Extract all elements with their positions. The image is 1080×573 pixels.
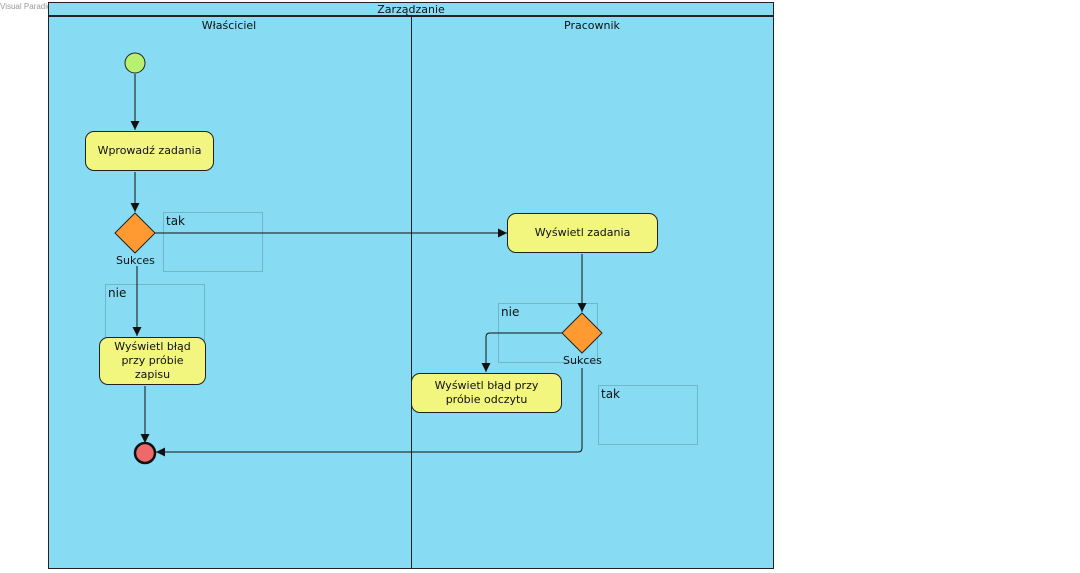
- guard-label-worker-no: nie: [501, 305, 520, 319]
- action-show-tasks[interactable]: Wyświetl zadania: [507, 213, 658, 253]
- initial-node[interactable]: [124, 52, 146, 74]
- guard-box-worker-yes[interactable]: tak: [598, 385, 698, 445]
- edge-decision-yes-to-end[interactable]: [156, 368, 583, 457]
- decision-node-owner[interactable]: [114, 212, 156, 254]
- action-enter-tasks-label: Wprowadź zadania: [97, 144, 202, 157]
- decision-node-worker[interactable]: [561, 312, 603, 354]
- action-show-read-error[interactable]: Wyświetl błąd przy próbie odczytu: [411, 373, 562, 413]
- lane-title-worker: Pracownik: [564, 19, 620, 32]
- edge-decision-no-to-read-error[interactable]: [481, 332, 562, 372]
- guard-box-owner-yes[interactable]: tak: [163, 212, 263, 272]
- action-show-save-error[interactable]: Wyświetl błąd przy próbie zapisu: [99, 337, 206, 385]
- guard-label-owner-yes: tak: [166, 214, 186, 228]
- action-enter-tasks[interactable]: Wprowadź zadania: [85, 131, 214, 171]
- decision-label-worker: Sukces: [563, 354, 602, 367]
- final-node[interactable]: [133, 441, 157, 465]
- action-show-read-error-label: Wyświetl błąd przy próbie odczytu: [434, 379, 539, 406]
- guard-label-worker-yes: tak: [601, 387, 621, 401]
- action-show-save-error-label: Wyświetl błąd przy próbie zapisu: [114, 340, 191, 381]
- lane-title-owner: Właściciel: [201, 19, 257, 32]
- action-show-tasks-label: Wyświetl zadania: [534, 226, 631, 239]
- guard-label-owner-no: nie: [108, 286, 127, 300]
- pool-title: Zarządzanie: [49, 3, 773, 17]
- decision-label-owner: Sukces: [116, 254, 155, 267]
- lane-divider: [411, 17, 412, 568]
- swimlane-pool: Zarządzanie Właściciel Pracownik: [48, 2, 774, 569]
